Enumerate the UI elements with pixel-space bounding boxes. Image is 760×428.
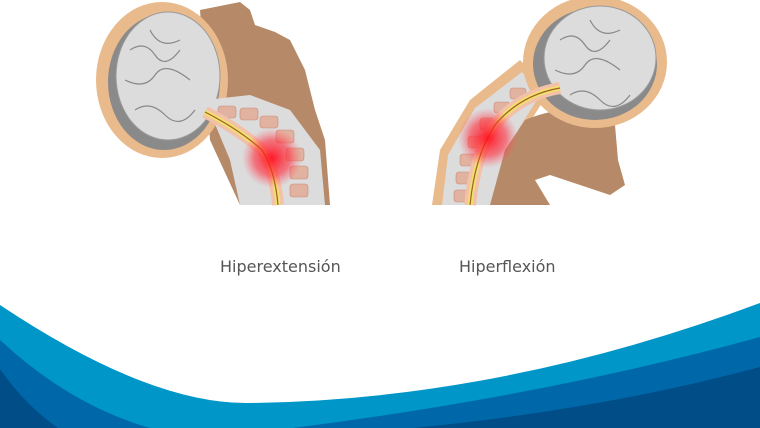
injury-glow — [242, 128, 302, 188]
face-silhouette — [490, 108, 625, 205]
caption-hyperflexion: Hiperflexión — [459, 257, 556, 276]
hyperextension-illustration — [96, 2, 330, 206]
brain — [115, 11, 221, 141]
caption-hyperextension: Hiperextensión — [220, 257, 341, 276]
hyperflexion-illustration — [432, 0, 667, 206]
brain — [543, 5, 657, 111]
wave-dark — [0, 367, 760, 428]
injury-glow — [458, 108, 518, 168]
wave-mid — [0, 337, 760, 428]
